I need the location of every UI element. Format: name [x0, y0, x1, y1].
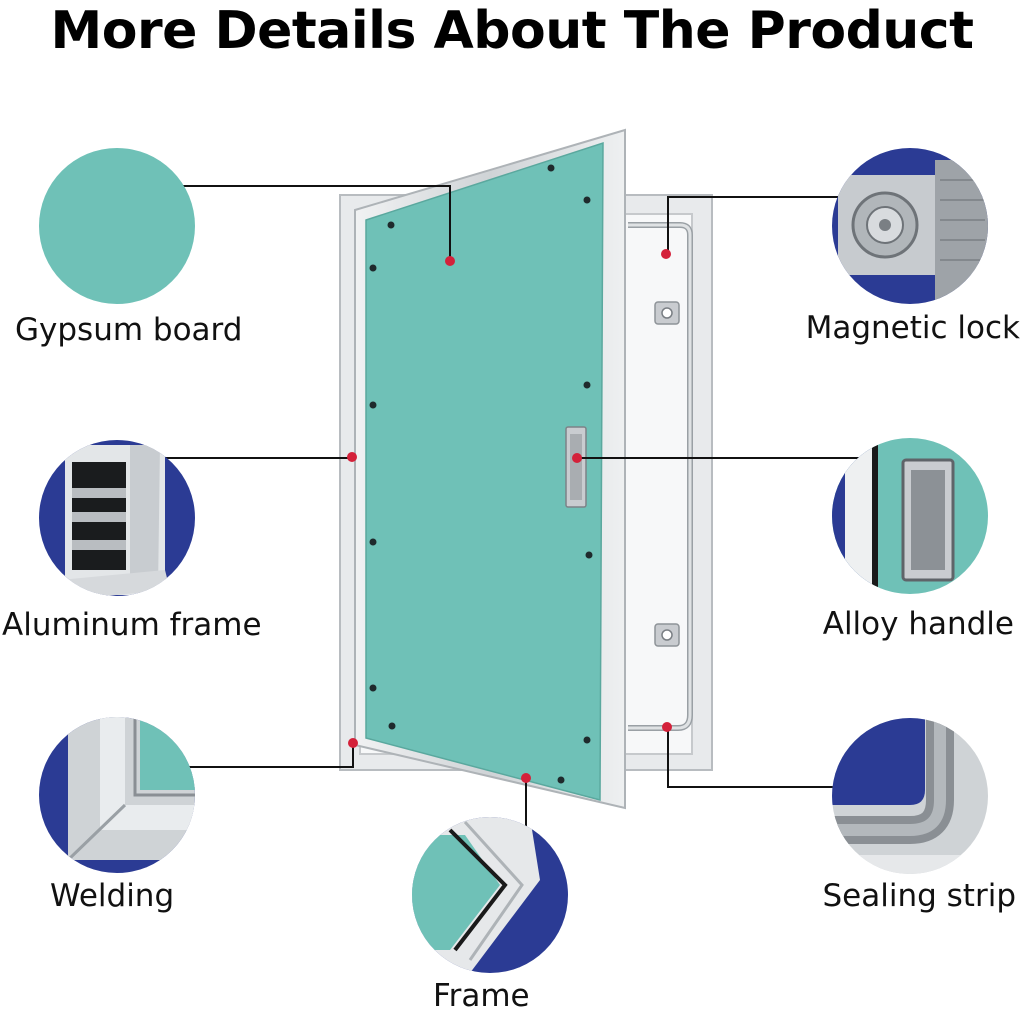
- door-panel: [354, 128, 626, 810]
- frame-detail: [412, 817, 568, 973]
- label-gypsum-board: Gypsum board: [15, 312, 243, 348]
- magnetic-lock-detail: [832, 148, 988, 304]
- gypsum-board-detail: [39, 148, 195, 304]
- page-title: More Details About The Product: [50, 1, 974, 61]
- label-alloy-handle: Alloy handle: [822, 606, 1014, 642]
- lock-bracket-top: [654, 301, 680, 325]
- aluminum-frame-detail: [39, 440, 195, 596]
- label-magnetic-lock: Magnetic lock: [805, 310, 1020, 346]
- label-frame: Frame: [433, 978, 530, 1014]
- label-sealing-strip: Sealing strip: [822, 878, 1017, 914]
- label-aluminum-frame: Aluminum frame: [2, 607, 262, 643]
- lock-bracket-bottom: [654, 623, 680, 647]
- label-welding: Welding: [50, 878, 175, 914]
- leader-lines: [150, 185, 868, 842]
- marker-dots: [347, 249, 672, 783]
- welding-detail: [39, 717, 195, 873]
- sealing-strip-detail: [832, 718, 988, 874]
- alloy-handle-detail: [832, 438, 988, 594]
